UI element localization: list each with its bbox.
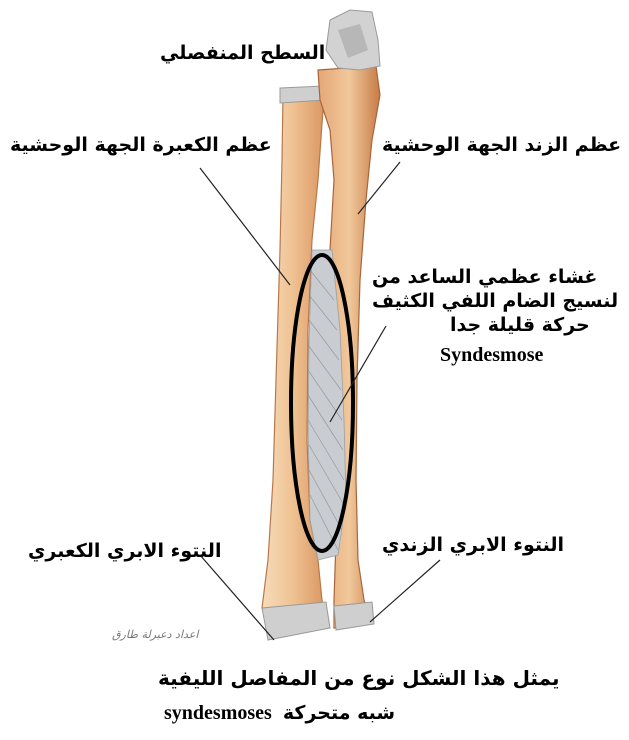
label-ulna-lateral: عظم الزند الجهة الوحشية	[382, 134, 621, 158]
label-ulnar-styloid: النتوء الابري الزندي	[382, 534, 564, 558]
label-radius-lateral: عظم الكعبرة الجهة الوحشية	[10, 134, 272, 158]
label-membrane-line3: حركة قليلة جدا	[450, 314, 590, 338]
caption-term-latin: syndesmoses	[164, 702, 272, 724]
author-credit: اعداد دعبرلة طارق	[112, 628, 198, 641]
caption-term-arabic: شبه متحركة	[283, 702, 395, 724]
caption-line1: يمثل هذا الشكل نوع من المفاصل الليفية	[158, 666, 560, 691]
label-articular-surface: السطح المنفصلي	[160, 42, 325, 66]
radius-head-cartilage	[280, 86, 325, 103]
leader-ulnar-styloid	[370, 560, 440, 622]
leader-radius	[200, 168, 290, 285]
caption-line2: syndesmoses شبه متحركة	[164, 702, 395, 725]
radius-distal-cartilage	[262, 602, 330, 640]
label-radial-styloid: النتوء الابري الكعبري	[28, 540, 221, 564]
ulna-distal-cartilage	[334, 602, 374, 630]
label-membrane-term: Syndesmose	[440, 344, 543, 367]
label-membrane-line1: غشاء عظمي الساعد من	[372, 266, 597, 290]
label-membrane-line2: لنسيج الضام اللفي الكثيف	[372, 290, 618, 314]
